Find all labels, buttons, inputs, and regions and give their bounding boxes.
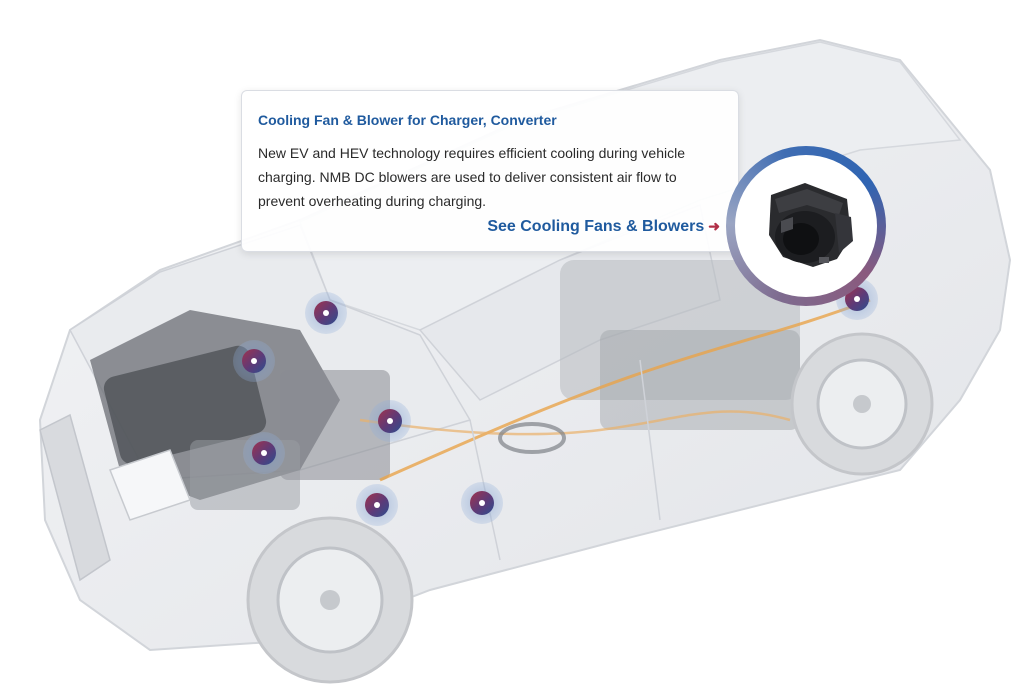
product-image [735, 155, 877, 297]
hotspot-cabin[interactable] [461, 482, 503, 524]
hotspot-tooltip: Cooling Fan & Blower for Charger, Conver… [241, 90, 739, 252]
tooltip-title: Cooling Fan & Blower for Charger, Conver… [258, 112, 557, 128]
steering-wheel [498, 422, 566, 454]
hotspot-engine-bottom[interactable] [356, 484, 398, 526]
wiring [379, 298, 871, 482]
front-hub [320, 590, 340, 610]
product-image-ring [726, 146, 886, 306]
tooltip-description: New EV and HEV technology requires effic… [258, 145, 685, 209]
hotspot-engine-top[interactable] [233, 340, 275, 382]
rear-hub [853, 395, 871, 413]
see-cooling-fans-link[interactable]: See Cooling Fans & Blowers➜ [487, 218, 720, 236]
link-label: See Cooling Fans & Blowers [487, 218, 705, 235]
dc-blower-icon [769, 183, 853, 267]
hotspot-hood[interactable] [305, 292, 347, 334]
rear-components [560, 260, 800, 400]
hotspot-engine-mid[interactable] [369, 400, 411, 442]
engine-parts [280, 370, 390, 480]
hotspot-engine-left[interactable] [243, 432, 285, 474]
engine-cover [103, 345, 267, 465]
wiring-2 [359, 410, 791, 436]
arrow-right-icon: ➜ [708, 218, 720, 234]
battery-pack [600, 330, 800, 430]
headlight [109, 449, 191, 521]
grille [39, 413, 111, 582]
